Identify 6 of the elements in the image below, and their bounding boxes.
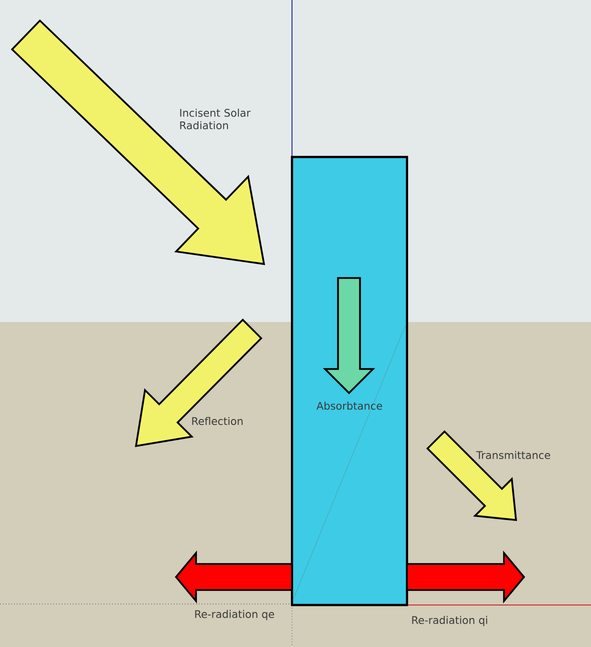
text-label: Transmittance <box>476 450 550 460</box>
text-label: Incisent Solar Radiation <box>180 108 251 130</box>
text-label: Re-radiation qe <box>195 610 274 620</box>
text-label: Reflection <box>192 416 243 426</box>
text-label: Re-radiation qi <box>412 616 488 626</box>
glass-pane: Absorbtance <box>290 156 408 606</box>
